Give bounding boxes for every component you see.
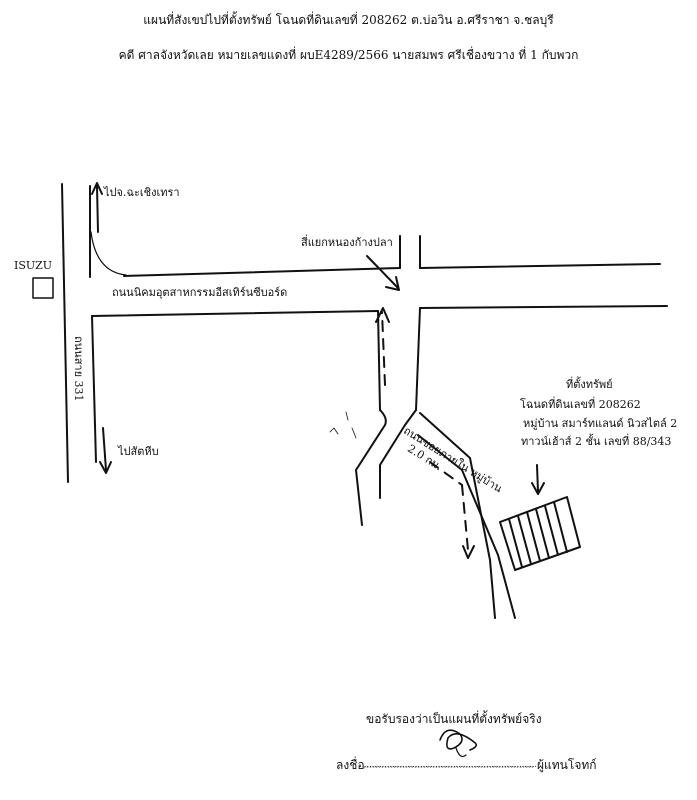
arrow-to-property (531, 464, 545, 495)
representative-label: ผู้แทนโจทก์ (537, 758, 597, 772)
sign-dots: ........................................… (364, 760, 536, 769)
highway-331-road (61, 183, 97, 483)
arrow-intersection (366, 255, 400, 291)
to-chachoengsao-label: ไปจ.ฉะเชิงเทรา (104, 186, 180, 199)
property-title: ที่ตั้งทรัพย์ (566, 378, 613, 391)
signature-mark (439, 729, 478, 751)
arrow-dashed-south (429, 461, 469, 551)
property-deed-number: โฉนดที่ดินเลขที่ 208262 (520, 398, 641, 411)
arrow-to-chachoengsao (91, 182, 103, 233)
certification-text: ขอรับรองว่าเป็นแผนที่ตั้งทรัพย์จริง (366, 712, 542, 726)
arrow-dashed-north-head (375, 307, 390, 323)
main-road (91, 235, 668, 411)
sign-label: ลงชื่อ (336, 758, 365, 772)
case-reference: คดี ศาลจังหวัดเลย หมายเลขแดงที่ ผบE4289/… (118, 48, 579, 62)
property-building (499, 496, 581, 571)
arrow-dashed-south-head (462, 545, 475, 559)
intersection-label: สี่แยกหนองก้างปลา (301, 236, 393, 249)
main-road-label: ถนนนิคมอุตสาหกรรมอีสเทิร์นซีบอร์ด (112, 286, 288, 299)
arrow-to-sattahip (99, 427, 112, 474)
property-house-number: ทาวน์เฮ้าส์ 2 ชั้น เลขที่ 88/343 (521, 435, 672, 448)
arrow-dashed-north (381, 311, 386, 386)
map-title: แผนที่สังเขปไปที่ตั้งทรัพย์ โฉนดที่ดินเล… (143, 13, 554, 27)
isuzu-label: ISUZU (14, 259, 53, 272)
curb-curve (90, 231, 127, 276)
to-sattahip-label: ไปสัตหีบ (118, 445, 159, 458)
village-road (355, 409, 516, 619)
isuzu-building (32, 277, 54, 299)
scribble-marks (329, 411, 357, 439)
property-village: หมู่บ้าน สมาร์ทแลนด์ นิวสไตล์ 2 (523, 417, 678, 430)
highway-331-label: ถนนสาย 331 (72, 336, 85, 402)
